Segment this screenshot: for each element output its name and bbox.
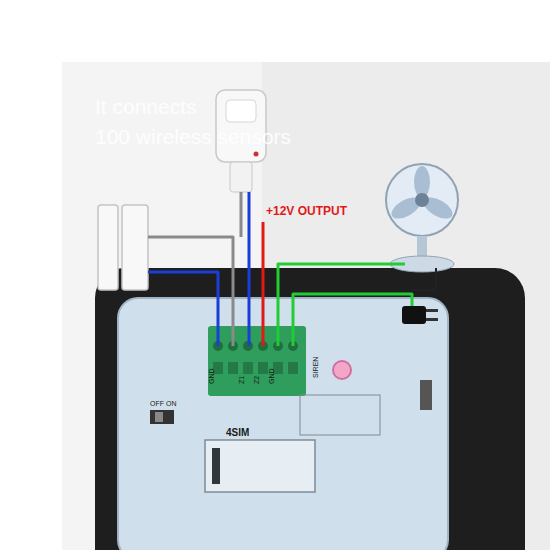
switch-label: ON — [166, 400, 177, 407]
green-wire — [293, 294, 412, 346]
pin-name: GND — [208, 368, 215, 384]
circuit-board — [118, 298, 448, 550]
pin-name: GND — [268, 368, 275, 384]
fan-guard — [386, 164, 458, 236]
power-cord — [412, 268, 436, 290]
green-wire — [278, 264, 405, 346]
power-switch — [150, 410, 174, 424]
pir-bracket — [230, 162, 252, 192]
side-button — [420, 380, 432, 410]
gray-wire — [240, 192, 243, 237]
terminal-screws — [213, 341, 298, 351]
terminal-slots — [213, 362, 298, 374]
switch-knob — [155, 412, 163, 422]
wires — [148, 192, 436, 346]
power-plug — [402, 306, 426, 324]
pir-led — [254, 152, 259, 157]
sim-connector — [212, 448, 220, 484]
plug-prong — [426, 318, 438, 321]
silkscreen-box — [300, 395, 380, 435]
led-indicator — [333, 361, 351, 379]
watermark-text: 100 wireless sensors — [95, 126, 291, 147]
terminal-block — [208, 326, 306, 396]
switch-label: OFF — [150, 400, 164, 407]
red-wire — [262, 222, 265, 346]
pin-name: Z1 — [238, 376, 245, 384]
panel-housing — [95, 268, 525, 550]
fan-hub — [415, 193, 429, 207]
blue-wire — [248, 192, 251, 346]
blue-wire — [148, 272, 218, 346]
pir-lens — [226, 100, 256, 122]
plug-prong — [426, 309, 438, 312]
pin-name: Z2 — [253, 376, 260, 384]
gray-wire — [148, 237, 233, 346]
voltage-label: +12V OUTPUT — [266, 205, 347, 217]
door-switch — [122, 205, 148, 290]
fan-blades — [388, 166, 456, 223]
sim-label: 4SIM — [226, 428, 249, 438]
door-magnet — [98, 205, 118, 290]
sim-slot — [205, 440, 315, 492]
watermark-text: It connects — [95, 96, 197, 117]
port-name: SIREN — [312, 357, 319, 378]
